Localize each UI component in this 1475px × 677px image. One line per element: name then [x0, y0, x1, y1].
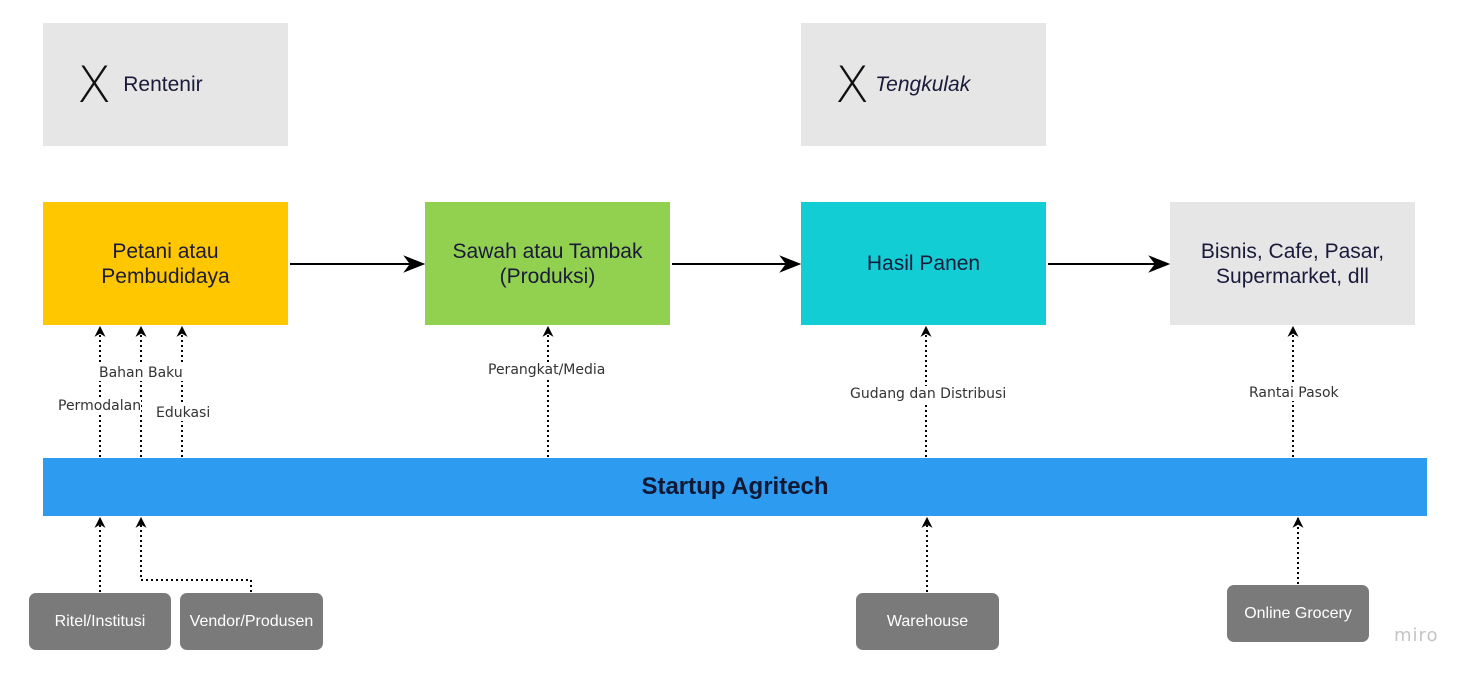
bisnis-label: Bisnis, Cafe, Pasar, Supermarket, dll — [1200, 239, 1385, 288]
online-grocery-node[interactable]: Online Grocery — [1227, 585, 1369, 642]
warehouse-node[interactable]: Warehouse — [856, 593, 999, 650]
petani-label: Petani atau Pembudidaya — [101, 239, 230, 288]
online-grocery-label: Online Grocery — [1244, 604, 1352, 622]
edge-label-rantai: Rantai Pasok — [1249, 385, 1339, 401]
rentenir-label: Rentenir — [123, 72, 203, 96]
startup-agritech-label: Startup Agritech — [641, 473, 829, 500]
warehouse-label: Warehouse — [886, 612, 969, 630]
vendor-produsen-label: Vendor/Produsen — [189, 612, 314, 630]
sawah-box[interactable]: Sawah atau Tambak (Produksi) — [425, 202, 670, 325]
edge-label-permodalan: Permodalan — [58, 398, 142, 414]
bisnis-box[interactable]: Bisnis, Cafe, Pasar, Supermarket, dll — [1170, 202, 1415, 325]
edge-label-gudang: Gudang dan Distribusi — [850, 386, 1007, 402]
petani-box[interactable]: Petani atau Pembudidaya — [43, 202, 288, 325]
hasil-panen-box[interactable]: Hasil Panen — [801, 202, 1046, 325]
hasil-panen-label: Hasil Panen — [866, 252, 981, 275]
miro-watermark: miro — [1394, 625, 1439, 646]
edge-label-bahan-baku: Bahan Baku — [99, 365, 183, 381]
edge-label-edukasi: Edukasi — [156, 405, 211, 421]
startup-agritech-bar[interactable]: Startup Agritech — [43, 458, 1427, 516]
edge-label-perangkat: Perangkat/Media — [488, 362, 606, 378]
tengkulak-box[interactable]: X Tengkulak — [801, 23, 1046, 146]
vendor-produsen-node[interactable]: Vendor/Produsen — [180, 593, 323, 650]
ritel-institusi-node[interactable]: Ritel/Institusi — [29, 593, 171, 650]
tengkulak-label: Tengkulak — [875, 72, 971, 96]
cross-icon: X — [77, 55, 112, 114]
rentenir-box[interactable]: X Rentenir — [43, 23, 288, 146]
edge-vendor — [135, 516, 252, 592]
sawah-label: Sawah atau Tambak (Produksi) — [452, 239, 643, 288]
ritel-institusi-label: Ritel/Institusi — [54, 612, 146, 630]
cross-icon: X — [835, 55, 870, 114]
